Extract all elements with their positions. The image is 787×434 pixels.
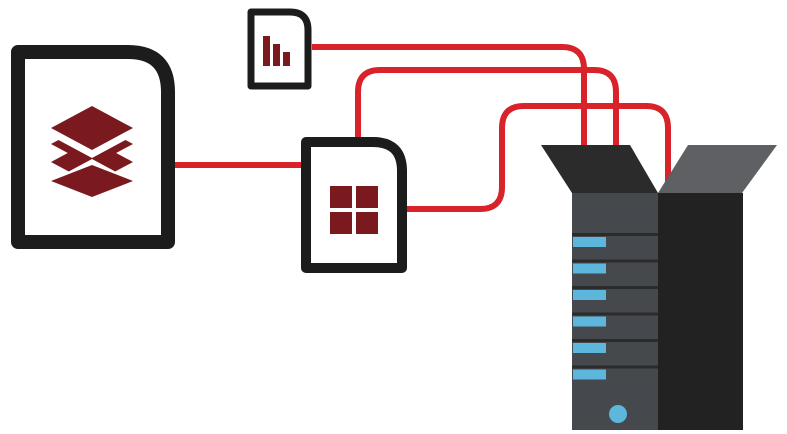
drive-light: [573, 369, 606, 380]
bar-chart-icon: [263, 36, 290, 66]
drive-bay: [572, 339, 658, 353]
drive-bay: [572, 259, 658, 274]
drive-light: [573, 237, 606, 247]
server: [541, 145, 777, 430]
drive-bay: [572, 233, 658, 247]
connector-chart-to-server: [312, 44, 587, 150]
drive-bay: [572, 286, 658, 300]
drive-bay: [572, 312, 658, 327]
drive-slot-divider: [572, 286, 658, 289]
connector-grid-side-to-server: [407, 103, 671, 212]
drive-bay: [572, 365, 658, 380]
connector-grid-top-to-server: [355, 67, 619, 150]
server-lid-back: [658, 145, 777, 193]
drive-slot-divider: [572, 365, 658, 369]
connectors: [172, 44, 671, 212]
server-side-panel: [658, 193, 743, 430]
power-button: [609, 405, 627, 423]
grid-icon: [330, 186, 378, 234]
drive-slot-divider: [572, 339, 658, 342]
chart-document: [247, 8, 312, 90]
document-shape: [301, 137, 407, 273]
grid-document: [301, 137, 407, 273]
drive-slot-divider: [572, 233, 658, 236]
drive-slot-divider: [572, 259, 658, 263]
drive-slot-divider: [572, 312, 658, 316]
drive-bays: [572, 233, 658, 380]
drive-light: [573, 316, 606, 327]
drive-light: [573, 263, 606, 274]
drive-light: [573, 290, 606, 300]
layers-document: [11, 45, 175, 249]
server-front-panel: [572, 193, 658, 430]
drive-light: [573, 343, 606, 353]
layers-icon: [51, 106, 133, 197]
server-lid-front: [541, 145, 658, 193]
